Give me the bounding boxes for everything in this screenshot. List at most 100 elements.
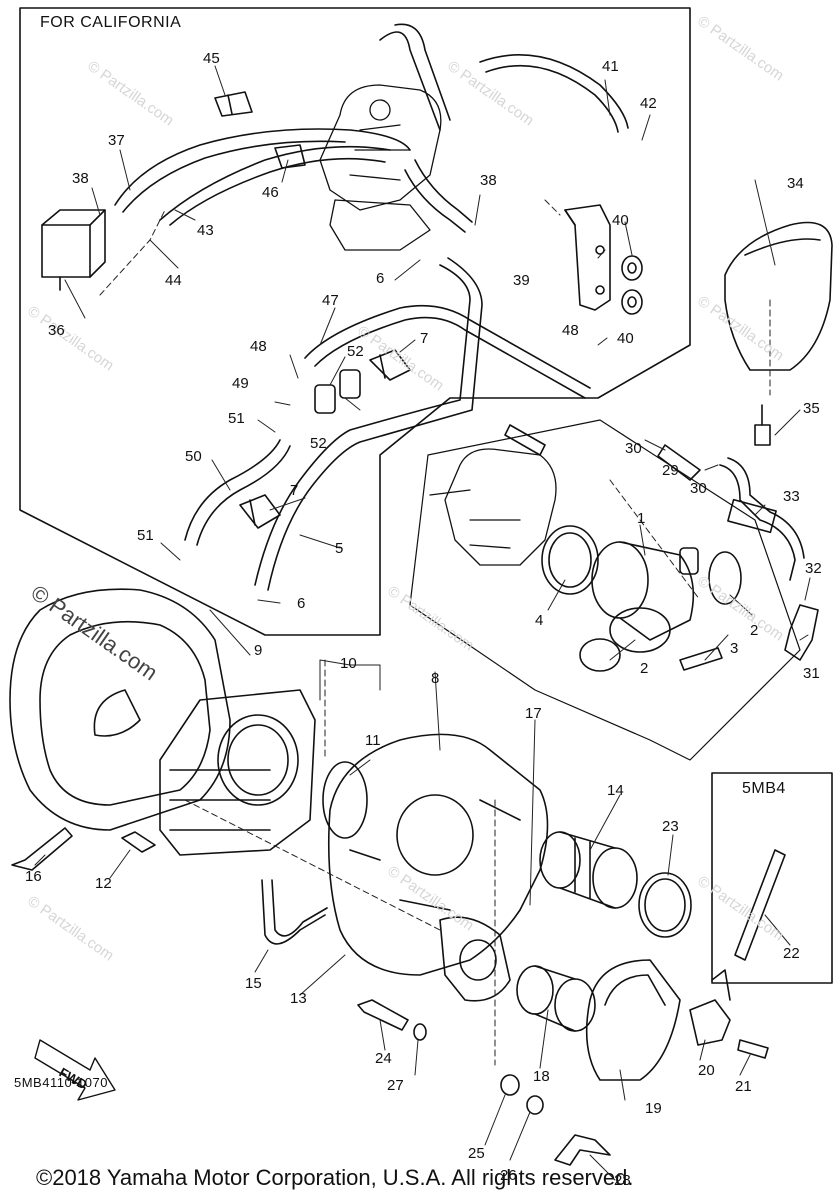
callout-32[interactable]: 32 bbox=[805, 560, 822, 577]
grommet-25 bbox=[500, 1074, 520, 1096]
callout-25[interactable]: 25 bbox=[468, 1145, 485, 1162]
callout-21[interactable]: 21 bbox=[735, 1078, 752, 1095]
callout-29[interactable]: 29 bbox=[662, 462, 679, 479]
callout-38[interactable]: 38 bbox=[72, 170, 89, 187]
callout-9[interactable]: 9 bbox=[254, 642, 263, 659]
fwd-arrow bbox=[34, 1039, 116, 1101]
cover-34 bbox=[724, 221, 833, 371]
callout-12[interactable]: 12 bbox=[95, 875, 112, 892]
callout-30[interactable]: 30 bbox=[625, 440, 642, 457]
leader-lines bbox=[34, 65, 811, 1181]
callout-43[interactable]: 43 bbox=[197, 222, 214, 239]
copyright-notice: ©2018 Yamaha Motor Corporation, U.S.A. A… bbox=[36, 1165, 634, 1190]
callout-50[interactable]: 50 bbox=[185, 448, 202, 465]
bolt-35 bbox=[754, 404, 771, 446]
pipe-29 bbox=[657, 444, 701, 481]
region-label-california: FOR CALIFORNIA bbox=[40, 14, 182, 31]
callout-24[interactable]: 24 bbox=[375, 1050, 392, 1067]
callout-33[interactable]: 33 bbox=[783, 488, 800, 505]
callout-11[interactable]: 11 bbox=[365, 732, 381, 749]
callout-40[interactable]: 40 bbox=[612, 212, 629, 229]
hose-top-vertical bbox=[379, 23, 473, 233]
callout-2[interactable]: 2 bbox=[640, 660, 649, 677]
elbow-31 bbox=[784, 604, 819, 661]
callout-13[interactable]: 13 bbox=[290, 990, 307, 1007]
intake-joint-1 bbox=[591, 541, 699, 653]
callout-26[interactable]: 26 bbox=[500, 1167, 517, 1184]
callout-1[interactable]: 1 bbox=[637, 510, 646, 527]
callout-27[interactable]: 27 bbox=[387, 1077, 404, 1094]
callout-34[interactable]: 34 bbox=[787, 175, 804, 192]
callout-10[interactable]: 10 bbox=[340, 655, 357, 672]
clamp-23 bbox=[638, 872, 692, 938]
hose-15 bbox=[261, 879, 328, 945]
callout-3[interactable]: 3 bbox=[730, 640, 739, 657]
callout-37[interactable]: 37 bbox=[108, 132, 125, 149]
diagram-code: 5MB4110-1070 bbox=[14, 1075, 108, 1090]
hose-41 bbox=[479, 53, 629, 133]
callout-2[interactable]: 2 bbox=[750, 622, 759, 639]
callout-42[interactable]: 42 bbox=[640, 95, 657, 112]
callout-47[interactable]: 47 bbox=[322, 292, 339, 309]
hose-50 bbox=[184, 439, 291, 546]
element-case-10 bbox=[159, 689, 316, 856]
callout-51[interactable]: 51 bbox=[228, 410, 245, 427]
callout-41[interactable]: 41 bbox=[602, 58, 619, 75]
callout-48[interactable]: 48 bbox=[562, 322, 579, 339]
callout-51[interactable]: 51 bbox=[137, 527, 154, 544]
callout-30[interactable]: 30 bbox=[690, 480, 707, 497]
callout-19[interactable]: 19 bbox=[645, 1100, 662, 1117]
bolt-24 bbox=[357, 999, 409, 1031]
bracket-28 bbox=[554, 1134, 611, 1166]
callout-44[interactable]: 44 bbox=[165, 272, 182, 289]
callout-49[interactable]: 49 bbox=[232, 375, 249, 392]
callout-23[interactable]: 23 bbox=[662, 818, 679, 835]
holder-7-top bbox=[369, 349, 411, 381]
callout-28[interactable]: 28 bbox=[614, 1172, 631, 1189]
callout-20[interactable]: 20 bbox=[698, 1062, 715, 1079]
callout-8[interactable]: 8 bbox=[431, 670, 440, 687]
callout-48[interactable]: 48 bbox=[250, 338, 267, 355]
callout-6[interactable]: 6 bbox=[297, 595, 306, 612]
callout-15[interactable]: 15 bbox=[245, 975, 262, 992]
callout-45[interactable]: 45 bbox=[203, 50, 220, 67]
air-cleaner-cover-9 bbox=[9, 588, 231, 831]
bolt-17 bbox=[504, 424, 546, 456]
sensor-36 bbox=[41, 209, 106, 291]
callout-16[interactable]: 16 bbox=[25, 868, 42, 885]
valve-20 bbox=[689, 969, 731, 1046]
callout-5[interactable]: 5 bbox=[335, 540, 344, 557]
hose-33 bbox=[719, 457, 805, 581]
callout-18[interactable]: 18 bbox=[533, 1068, 550, 1085]
joint-block-13 bbox=[439, 916, 511, 1002]
grommets-40 bbox=[621, 255, 643, 315]
callout-36[interactable]: 36 bbox=[48, 322, 65, 339]
hose-37-43 bbox=[114, 128, 411, 226]
joint-14 bbox=[539, 831, 638, 909]
callout-46[interactable]: 46 bbox=[262, 184, 279, 201]
clip-46 bbox=[274, 144, 306, 169]
intake-region-border bbox=[409, 419, 801, 761]
hose-5 bbox=[254, 257, 483, 591]
callout-7[interactable]: 7 bbox=[420, 330, 429, 347]
collar-26 bbox=[526, 1095, 544, 1115]
callout-22[interactable]: 22 bbox=[783, 945, 800, 962]
clips-52 bbox=[314, 369, 361, 414]
callout-39[interactable]: 39 bbox=[513, 272, 530, 289]
callout-52[interactable]: 52 bbox=[347, 343, 364, 360]
callout-4[interactable]: 4 bbox=[535, 612, 544, 629]
callout-38[interactable]: 38 bbox=[480, 172, 497, 189]
bracket-39 bbox=[564, 204, 611, 311]
callout-6[interactable]: 6 bbox=[376, 270, 385, 287]
callout-31[interactable]: 31 bbox=[803, 665, 820, 682]
callout-17[interactable]: 17 bbox=[525, 705, 542, 722]
callout-35[interactable]: 35 bbox=[803, 400, 820, 417]
o-ring-11 bbox=[322, 761, 368, 839]
callout-14[interactable]: 14 bbox=[607, 782, 624, 799]
callout-40[interactable]: 40 bbox=[617, 330, 634, 347]
callout-7[interactable]: 7 bbox=[290, 482, 299, 499]
callout-52[interactable]: 52 bbox=[310, 435, 327, 452]
screw-21 bbox=[737, 1039, 769, 1059]
bolt-16 bbox=[11, 827, 73, 871]
